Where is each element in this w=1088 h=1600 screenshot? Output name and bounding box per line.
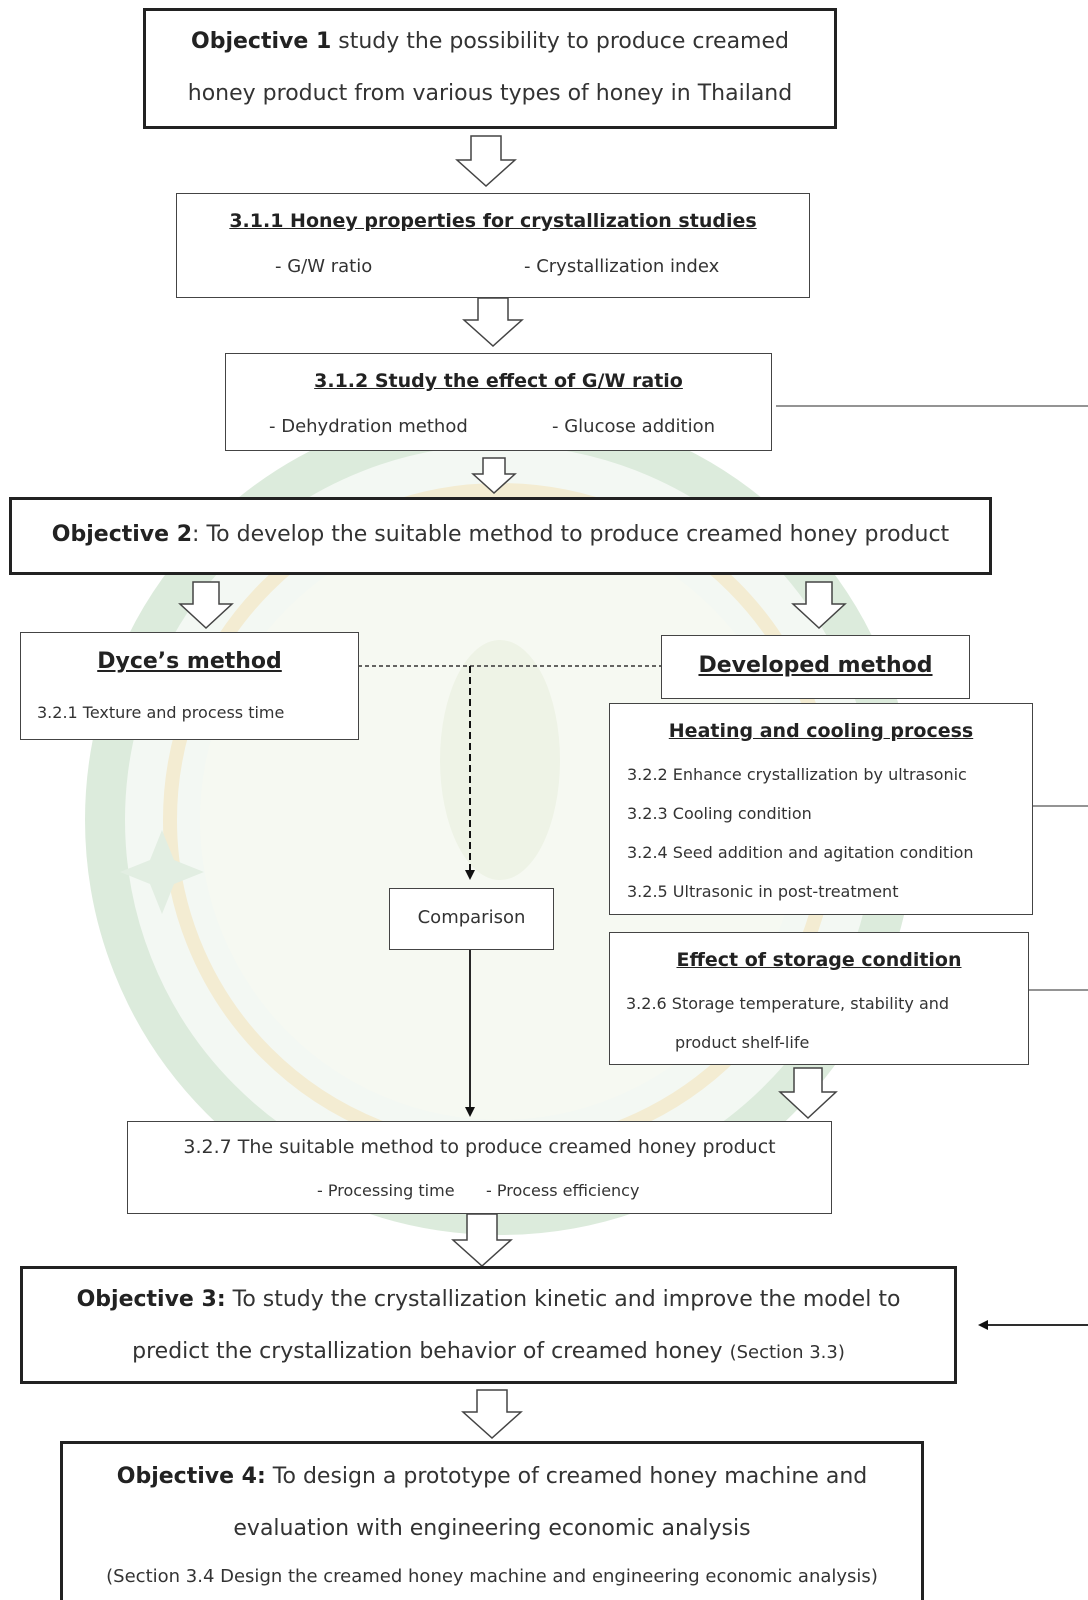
objective-3-text-line2: predict the crystallization behavior of … [132,1339,723,1364]
objective-4-text-line2: evaluation with engineering economic ana… [233,1516,751,1541]
storage-condition-title: Effect of storage condition [676,949,962,971]
section-3-2-7-title: 3.2.7 The suitable method to produce cre… [183,1136,776,1158]
objective-2-box: Objective 2: To develop the suitable met… [9,497,992,575]
developed-method-box: Developed method [661,635,970,699]
storage-condition-item-line2: product shelf-life [675,1033,810,1052]
objective-1-label: Objective 1 [191,29,332,54]
dyce-method-item: 3.2.1 Texture and process time [37,703,285,722]
section-3-1-1-item-2: - Crystallization index [524,256,720,277]
heating-cooling-box: Heating and cooling process 3.2.2 Enhanc… [609,703,1033,915]
objective-3-label: Objective 3: [76,1287,226,1312]
section-3-2-7-item-2: - Process efficiency [486,1181,640,1200]
objective-4-text-line3: (Section 3.4 Design the creamed honey ma… [106,1566,878,1587]
objective-4-box: Objective 4: To design a prototype of cr… [60,1441,924,1600]
heating-cooling-title: Heating and cooling process [668,720,974,742]
storage-condition-box: Effect of storage condition 3.2.6 Storag… [609,932,1029,1065]
objective-3-section: (Section 3.3) [729,1342,845,1363]
section-3-1-1-item-1: - G/W ratio [275,256,373,277]
section-3-1-2-item-2: - Glucose addition [552,416,716,437]
objective-3-box: Objective 3: To study the crystallizatio… [20,1266,957,1384]
heating-cooling-item-4: 3.2.5 Ultrasonic in post-treatment [627,882,899,901]
objective-1-box: Objective 1 study the possibility to pro… [143,8,837,129]
objective-4-text-line1: To design a prototype of creamed honey m… [272,1464,868,1489]
objective-2-text: : To develop the suitable method to prod… [192,522,950,547]
section-3-2-7-item-1: - Processing time [317,1181,455,1200]
objective-2-label: Objective 2 [51,522,193,547]
storage-condition-item-line1: 3.2.6 Storage temperature, stability and [626,994,950,1013]
section-3-2-7-box: 3.2.7 The suitable method to produce cre… [127,1121,832,1214]
dyce-method-title: Dyce’s method [97,649,282,674]
section-3-1-1-title: 3.1.1 Honey properties for crystallizati… [229,210,757,232]
objective-4-label: Objective 4: [116,1464,266,1489]
heating-cooling-item-1: 3.2.2 Enhance crystallization by ultraso… [627,765,967,784]
comparison-label: Comparison [417,907,526,928]
section-3-1-1-box: 3.1.1 Honey properties for crystallizati… [176,193,810,298]
objective-1-text-line1: study the possibility to produce creamed [338,29,789,54]
section-3-1-2-box: 3.1.2 Study the effect of G/W ratio - De… [225,353,772,451]
heating-cooling-item-2: 3.2.3 Cooling condition [627,804,812,823]
objective-1-text-line2: honey product from various types of hone… [187,81,793,106]
section-3-1-2-title: 3.1.2 Study the effect of G/W ratio [314,370,683,392]
objective-3-text-line1: To study the crystallization kinetic and… [232,1287,901,1312]
comparison-box: Comparison [389,888,554,950]
section-3-1-2-item-1: - Dehydration method [269,416,468,437]
block-arrows [178,135,847,1440]
dyce-method-box: Dyce’s method 3.2.1 Texture and process … [20,632,359,740]
heating-cooling-item-3: 3.2.4 Seed addition and agitation condit… [627,843,974,862]
developed-method-title: Developed method [698,653,933,678]
